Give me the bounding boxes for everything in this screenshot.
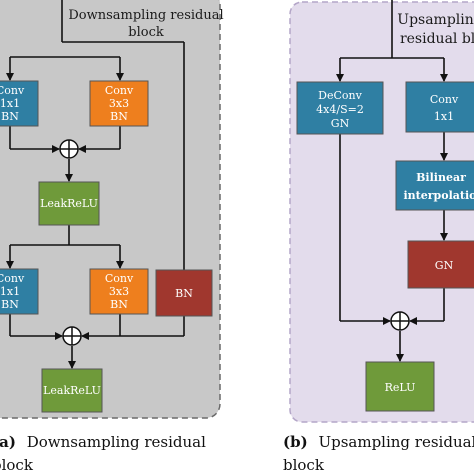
panel-a-arrowheads [6, 73, 124, 369]
panel-b-caption-tag: (b) [283, 433, 308, 451]
conv-3x3-bn-block-top: Conv 3x3 BN [89, 80, 149, 127]
deconv-line1: DeConv [318, 89, 362, 102]
gn-label: GN [435, 259, 454, 272]
bilinear-line2: interpolation [404, 189, 474, 202]
bilinear-interpolation-block: Bilinear interpolation [395, 160, 474, 211]
conv-3x3-top-line3: BN [110, 110, 128, 123]
panel-a-title-line2: block [128, 25, 164, 40]
conv-3x3-bottom-line2: 3x3 [109, 285, 129, 298]
conv-1x1-block-b: Conv 1x1 [405, 81, 474, 133]
leakrelu-bottom-label: LeakReLU [43, 384, 101, 397]
conv-3x3-top-line1: Conv [105, 84, 134, 97]
conv-1x1-b-line1: Conv [430, 93, 459, 106]
deconv-line2: 4x4/S=2 [316, 103, 364, 116]
conv-1x1-top-line2: 1x1 [0, 97, 20, 110]
relu-block: ReLU [365, 361, 435, 412]
conv-1x1-bottom-line1: Conv [0, 272, 25, 285]
deconv-line3: GN [331, 117, 350, 130]
bilinear-line1: Bilinear [416, 171, 466, 184]
panel-b-arrowheads [336, 74, 448, 362]
bn-shortcut-label: BN [175, 287, 193, 300]
leakrelu-block-top: LeakReLU [38, 181, 100, 226]
bn-shortcut-block: BN [155, 269, 213, 317]
panel-a-sum-node-1 [59, 139, 79, 159]
conv-3x3-top-line2: 3x3 [109, 97, 129, 110]
panel-a-sum-node-2 [62, 326, 82, 346]
conv-1x1-bn-block-top: Conv 1x1 BN [0, 80, 39, 127]
gn-block: GN [407, 240, 474, 289]
panel-b-caption-line2: block [283, 456, 325, 474]
panel-b-sum-node [390, 311, 410, 331]
conv-3x3-bottom-line1: Conv [105, 272, 134, 285]
conv-1x1-top-line1: Conv [0, 84, 25, 97]
panel-b-title-line1: Upsampling [397, 12, 474, 28]
conv-1x1-bottom-line2: 1x1 [0, 285, 20, 298]
panel-a-background [0, 0, 221, 419]
panel-b-title-line2: residual block [400, 31, 474, 47]
panel-a-caption-line2: block [0, 456, 34, 474]
leakrelu-top-label: LeakReLU [40, 197, 98, 210]
panel-b-caption-text: Upsampling residual [318, 433, 474, 451]
leakrelu-block-bottom: LeakReLU [41, 368, 103, 413]
panel-a-caption-text: Downsampling residual [27, 433, 206, 451]
panel-a-caption-tag: (a) [0, 433, 16, 451]
conv-1x1-top-line3: BN [1, 110, 19, 123]
panel-b-caption-line1: (b) Upsampling residual [283, 433, 474, 451]
conv-3x3-bottom-line3: BN [110, 298, 128, 311]
conv-1x1-bn-block-bottom: Conv 1x1 BN [0, 268, 39, 315]
panel-a-caption-line1: (a) Downsampling residual [0, 433, 206, 451]
relu-label: ReLU [385, 381, 416, 394]
conv-1x1-b-line2: 1x1 [434, 110, 454, 123]
deconv-gn-block: DeConv 4x4/S=2 GN [296, 81, 384, 135]
panel-a-title-line1: Downsampling residual [68, 8, 223, 23]
conv-3x3-bn-block-bottom: Conv 3x3 BN [89, 268, 149, 315]
panel-b-background [289, 1, 474, 423]
conv-1x1-bottom-line3: BN [1, 298, 19, 311]
